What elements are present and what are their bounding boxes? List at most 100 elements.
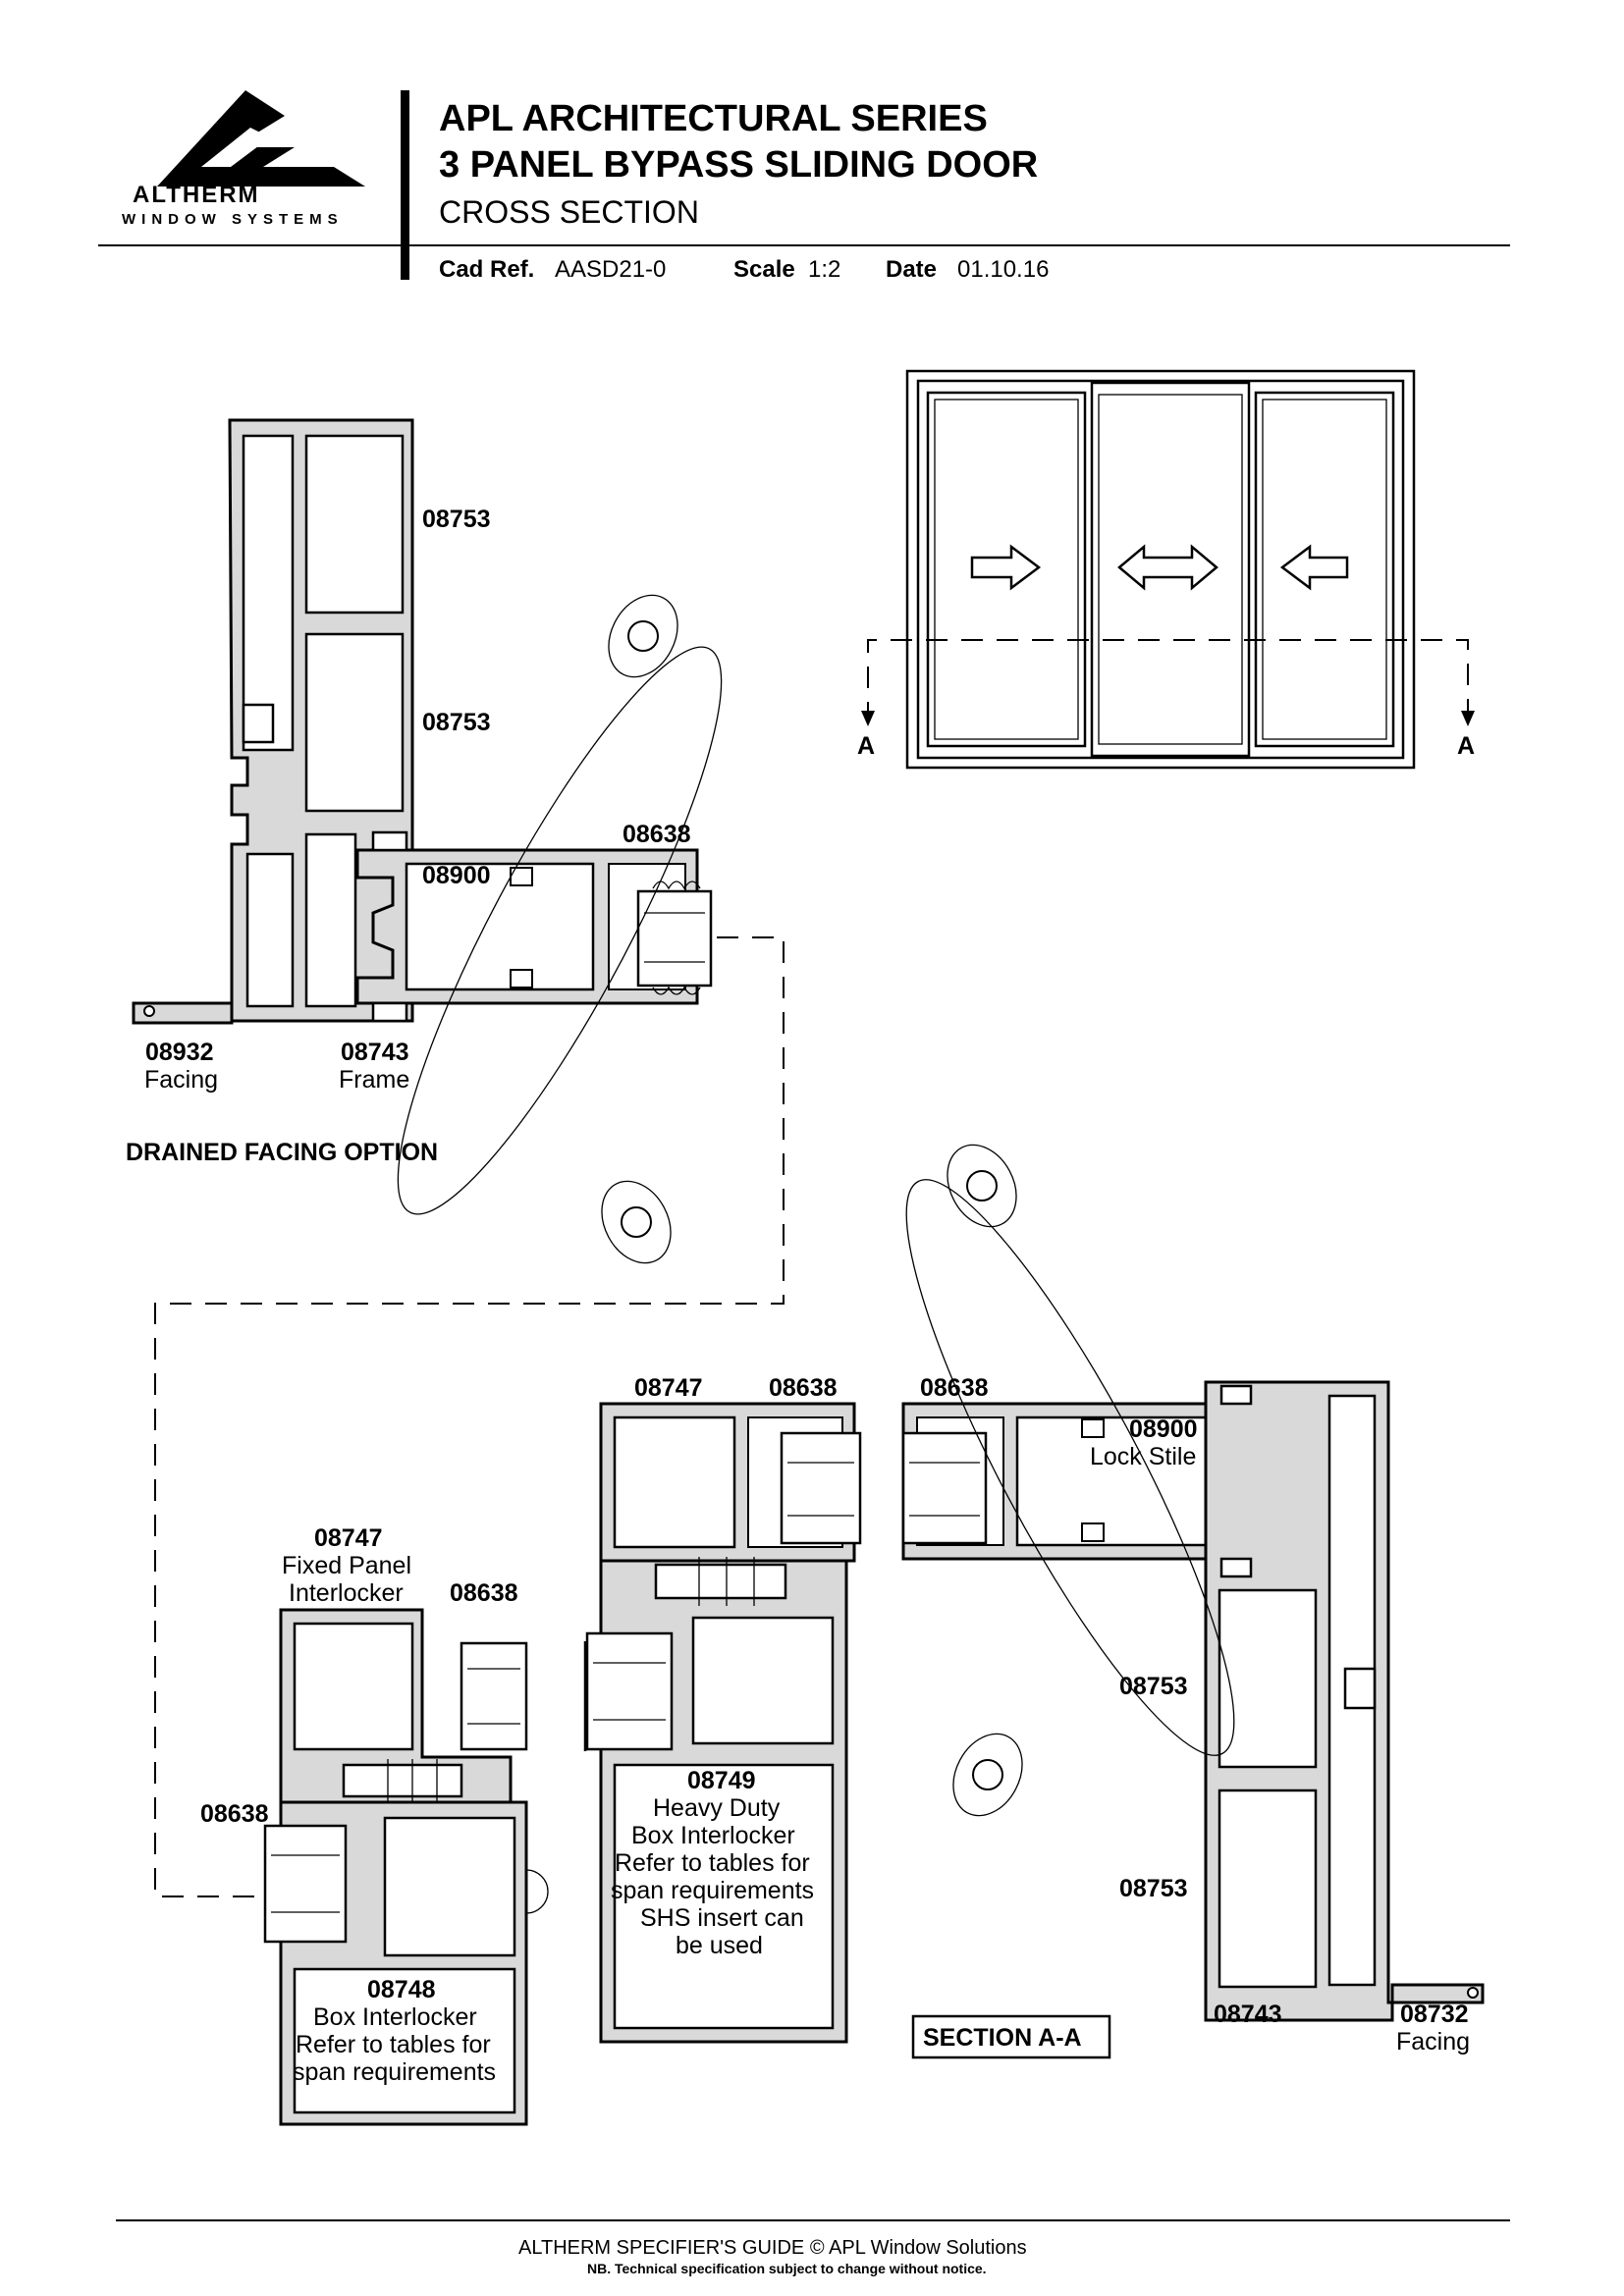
lock-stile-chamber [1015,1415,1216,1547]
section-arrow-right [1461,711,1475,726]
interlock-hook-mid [654,1563,787,1600]
label-mid-top-code: 08747 [634,1374,703,1402]
panel-left-glass [934,399,1079,740]
footer-line-1: ALTHERM SPECIFIER'S GUIDE © APL Window S… [518,2237,1027,2259]
section-marker-left: A [857,732,875,760]
label-facing-name: Facing [1396,2028,1470,2056]
scale-label: Scale [733,256,795,283]
box-chamber-upper [383,1816,516,1957]
glazing-seal-right [901,1431,988,1545]
logo-mark-stripe [201,128,270,167]
glazing-seal-left-upper [460,1641,528,1751]
label-08753-mid: 08753 [422,709,491,736]
label-heavy-line3: Refer to tables for [615,1849,810,1877]
drawing-subtitle: CROSS SECTION [439,194,699,230]
arrow-both-icon [1117,544,1218,591]
chamber-middle [304,632,405,813]
fixed-chamber [293,1622,414,1751]
label-mid-top-seal: 08638 [769,1374,838,1402]
cad-ref-label: Cad Ref. [439,256,534,283]
panel-left [926,391,1087,748]
inner-frame [916,379,1405,760]
label-08753-top: 08753 [422,506,491,533]
logo-name: ALTHERM [133,182,260,208]
label-facing-code: 08732 [1400,2001,1469,2028]
arrow-right-icon [970,544,1042,591]
glazing-seal-left-lower [263,1824,348,1944]
chamber-upper [304,434,405,614]
label-08638: 08638 [623,821,691,848]
handle-top [608,594,678,678]
section-marker-right: A [1457,732,1475,760]
label-heavy-line1: Heavy Duty [653,1794,781,1822]
roller-right-top [1219,1384,1253,1406]
hinge-swing-path [397,646,723,1215]
handle-bottom [601,1180,672,1264]
lock-stile-slot-bottom [1081,1522,1105,1542]
section-heading: SECTION A-A [923,2024,1082,2052]
logo: ALTHERM WINDOW SYSTEMS [122,90,365,228]
glazing-seal-mid-upper [780,1431,862,1545]
label-box-line3: span requirements [293,2058,496,2086]
facing-profile-08932 [132,1001,234,1025]
heavy-chamber-lower [613,1763,835,2030]
chamber-left-low [245,852,295,1008]
stile-chamber [405,862,595,991]
roller-bottom [371,1001,408,1023]
drained-facing-detail: 08753 08753 08638 08900 08932 Facing 087… [126,418,723,1264]
arrow-left-icon [1279,544,1349,591]
interlock-hook-left [342,1763,463,1798]
panel-centre-glass [1098,394,1243,745]
roller-right-bottom [1219,1557,1253,1578]
facing-clip [143,1005,155,1017]
label-08743-code: 08743 [341,1039,409,1066]
label-fixed-seal: 08638 [450,1579,518,1607]
label-right-seal: 08638 [920,1374,989,1402]
label-box-code: 08748 [367,1976,436,2003]
detail-leader-dashed [154,936,785,1897]
logo-tagline: WINDOW SYSTEMS [122,211,344,228]
label-frame-code: 08743 [1214,2001,1282,2028]
drain-slot [242,703,275,744]
section-heading-box [911,2014,1111,2059]
title-line-2: 3 PANEL BYPASS SLIDING DOOR [439,144,1038,186]
label-lock-name: Lock Stile [1090,1443,1196,1470]
cad-ref-value: AASD21-0 [555,256,666,283]
frame-right-slot [1343,1667,1377,1710]
label-box-line2: Refer to tables for [296,2031,491,2058]
section-line [867,639,1469,723]
interlock-brush-left [387,1759,438,1802]
facing-clip-right [1467,1987,1479,1999]
title-divider-bar [401,90,409,280]
handle-right-top [947,1144,1017,1228]
panel-right [1254,391,1395,748]
label-heavy-line4: span requirements [611,1877,814,1904]
heavy-chamber-upper [691,1616,835,1745]
stile-slot-bottom [510,969,533,988]
mid-top-chamber [613,1415,736,1549]
handle-right-bottom-knob [972,1759,1003,1790]
scale-value: 1:2 [808,256,840,283]
label-heavy-code: 08749 [687,1767,756,1794]
section-a-a: 08747 Fixed Panel Interlocker 08638 0863… [200,1144,1485,2126]
footer-line-2: NB. Technical specification subject to c… [587,2261,987,2276]
label-fixed-line1: Fixed Panel [282,1552,411,1579]
roller-top [371,830,408,852]
date-label: Date [886,256,937,283]
door-elevation: A A [857,369,1475,770]
label-fixed-line2: Interlocker [289,1579,404,1607]
lock-stile-slot-top [1081,1418,1105,1438]
label-box-line1: Box Interlocker [313,2003,477,2031]
drained-option-heading: DRAINED FACING OPTION [126,1139,438,1166]
label-left-seal: 08638 [200,1800,269,1828]
hinge-swing-path-right [905,1179,1235,1756]
label-08743-name: Frame [339,1066,409,1094]
chamber-lower [304,832,357,1008]
title-line-1: APL ARCHITECTURAL SERIES [439,98,988,139]
handle-top-knob [627,620,659,652]
panel-right-glass [1262,399,1387,740]
glazing-seal-mid-lower [585,1631,674,1751]
handle-bottom-knob [621,1206,652,1238]
outer-frame [905,369,1416,770]
date-value: 01.10.16 [957,256,1049,283]
